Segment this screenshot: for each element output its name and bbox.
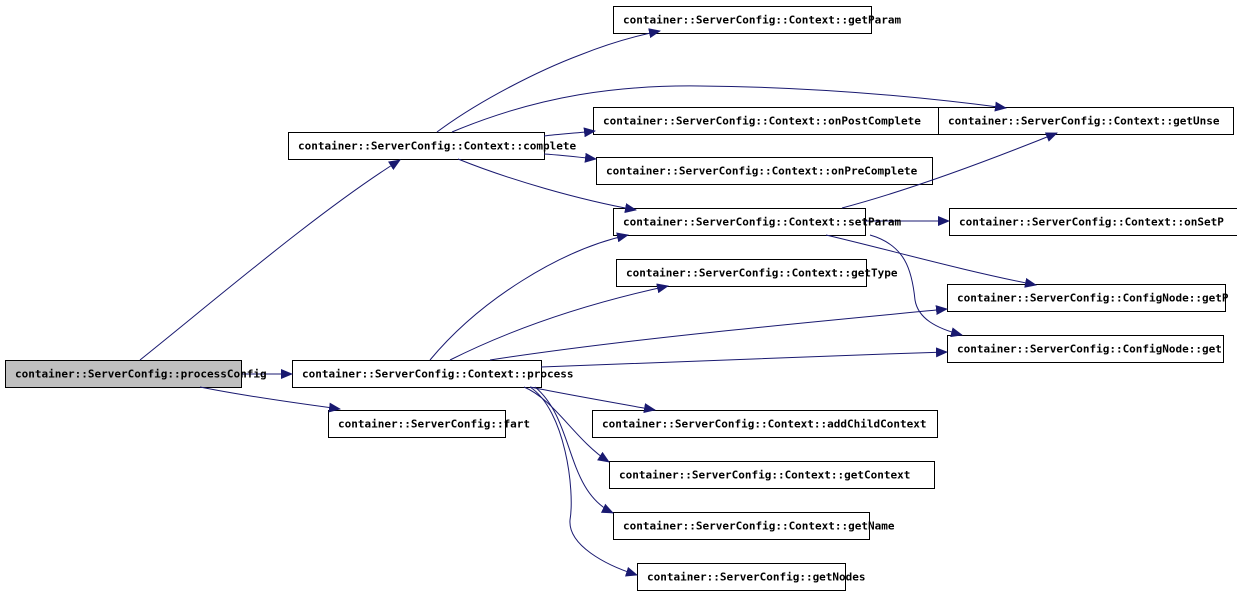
edge-processConfig-to-fart <box>199 386 341 413</box>
node-onPostComplete[interactable] <box>593 107 941 135</box>
node-label-processConfig: container::ServerConfig::processConfig <box>15 368 267 381</box>
node-label-onSetParam: container::ServerConfig::Context::onSetP <box>959 216 1224 229</box>
node-label-fart: container::ServerConfig::fart <box>338 418 530 431</box>
edge-process-to-getContext <box>523 386 610 463</box>
node-addChildContext[interactable] <box>592 410 938 438</box>
edge-setParam-to-cnGetA <box>825 234 1037 288</box>
node-box-onPostComplete[interactable] <box>593 107 941 135</box>
node-box-processConfig[interactable] <box>5 360 242 388</box>
node-label-onPreComplete: container::ServerConfig::Context::onPreC… <box>606 165 918 178</box>
edge-process-to-cnGetA <box>489 305 948 361</box>
node-label-complete: container::ServerConfig::Context::comple… <box>298 140 577 153</box>
edge-process-to-getType <box>449 283 669 361</box>
node-box-getType[interactable] <box>616 259 867 287</box>
labels-layer: container::ServerConfig::processConfigco… <box>15 14 1229 584</box>
node-complete[interactable] <box>288 132 545 160</box>
node-label-getParam: container::ServerConfig::Context::getPar… <box>623 14 902 27</box>
node-onSetParam[interactable] <box>949 208 1237 236</box>
node-label-cnGetA: container::ServerConfig::ConfigNode::get… <box>957 292 1229 305</box>
node-onPreComplete[interactable] <box>596 157 933 185</box>
node-box-getContext[interactable] <box>609 461 935 489</box>
node-label-onPostComplete: container::ServerConfig::Context::onPost… <box>603 115 921 128</box>
node-label-process: container::ServerConfig::Context::proces… <box>302 368 574 381</box>
edge-process-to-addChildContext <box>529 386 656 413</box>
node-getNodes[interactable] <box>637 563 846 591</box>
edge-process-to-cnGetB <box>540 347 948 368</box>
nodes-layer <box>5 6 1237 591</box>
node-box-getNodes[interactable] <box>637 563 846 591</box>
edge-process-to-getNodes <box>529 386 638 577</box>
edges-layer <box>139 28 1058 577</box>
node-label-getName: container::ServerConfig::Context::getNam… <box>623 520 895 533</box>
edge-setParam-to-cnGetB <box>869 234 963 338</box>
edge-complete-to-onPreComplete <box>543 152 597 163</box>
node-box-fart[interactable] <box>328 410 506 438</box>
edge-setParam-to-getUnset <box>841 132 1058 209</box>
edge-complete-to-onPostComplete <box>543 127 596 138</box>
node-box-onSetParam[interactable] <box>949 208 1237 236</box>
node-box-process[interactable] <box>292 360 542 388</box>
node-box-setParam[interactable] <box>613 208 866 236</box>
node-processConfig[interactable] <box>5 360 242 388</box>
node-box-getName[interactable] <box>613 512 870 540</box>
node-box-complete[interactable] <box>288 132 545 160</box>
edge-processConfig-to-complete <box>139 159 401 361</box>
edge-complete-to-setParam <box>457 158 637 213</box>
node-label-getType: container::ServerConfig::Context::getTyp… <box>626 267 898 280</box>
node-box-cnGetA[interactable] <box>947 284 1226 312</box>
node-getName[interactable] <box>613 512 870 540</box>
node-getContext[interactable] <box>609 461 935 489</box>
node-box-getUnset[interactable] <box>938 107 1234 135</box>
node-box-cnGetB[interactable] <box>947 335 1224 363</box>
node-box-onPreComplete[interactable] <box>596 157 933 185</box>
node-box-addChildContext[interactable] <box>592 410 938 438</box>
node-label-cnGetB: container::ServerConfig::ConfigNode::get <box>957 343 1222 356</box>
node-label-getUnset: container::ServerConfig::Context::getUns… <box>948 115 1220 128</box>
node-setParam[interactable] <box>613 208 866 236</box>
edge-complete-to-getParam <box>436 28 661 133</box>
node-label-addChildContext: container::ServerConfig::Context::addChi… <box>602 418 927 431</box>
edge-complete-to-getUnset <box>451 85 1007 133</box>
node-label-setParam: container::ServerConfig::Context::setPar… <box>623 216 902 229</box>
node-fart[interactable] <box>328 410 506 438</box>
node-label-getNodes: container::ServerConfig::getNodes <box>647 571 866 584</box>
node-getUnset[interactable] <box>938 107 1234 135</box>
edge-process-to-getName <box>534 386 614 514</box>
edge-process-to-setParam <box>429 232 629 361</box>
node-cnGetA[interactable] <box>947 284 1226 312</box>
node-cnGetB[interactable] <box>947 335 1224 363</box>
node-process[interactable] <box>292 360 542 388</box>
node-getType[interactable] <box>616 259 867 287</box>
node-label-getContext: container::ServerConfig::Context::getCon… <box>619 469 910 482</box>
